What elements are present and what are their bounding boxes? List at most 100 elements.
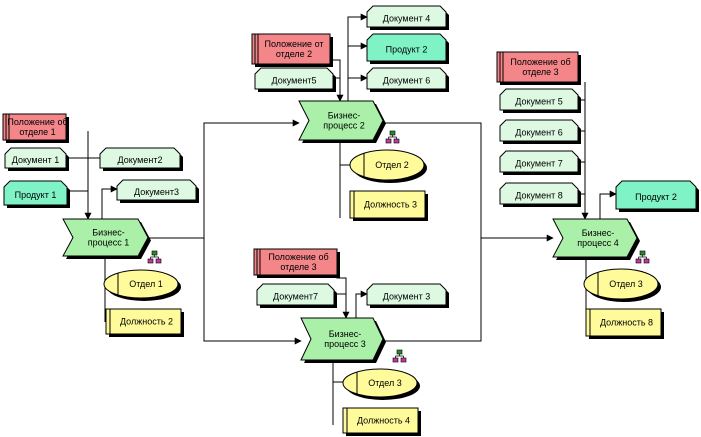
document-label: Продукт 1	[15, 190, 57, 200]
document-node-d_p3_doc3: Документ 3	[366, 283, 449, 308]
document-node-d_p1_doc1: Документ 1	[4, 147, 69, 171]
document-label: Документ5	[272, 76, 317, 86]
department-shape	[583, 268, 659, 300]
hierarchy-icon-box	[147, 258, 154, 264]
position-label: Должность 8	[600, 318, 653, 328]
hierarchy-icon	[385, 130, 400, 144]
hierarchy-icon-links	[388, 135, 397, 139]
hierarchy-icon-box	[643, 258, 650, 264]
regulation-label: отделе 3	[522, 67, 558, 77]
process-shape	[298, 100, 384, 141]
regulation-label: Положение об	[268, 252, 328, 262]
document-node-d_p4_doc8: Документ 8	[499, 182, 581, 207]
hierarchy-icon-box	[389, 130, 396, 136]
document-node-d_p1_doc3: Документ3	[116, 179, 199, 203]
document-node-d_p4_doc7: Документ 7	[499, 150, 581, 175]
hierarchy-icon-box	[151, 250, 158, 256]
process-shape	[552, 218, 638, 258]
document-node-d_p4_doc6: Документ 6	[499, 119, 581, 144]
hierarchy-icon-links	[395, 354, 404, 358]
hierarchy-icon-box	[392, 357, 399, 363]
process-label: процесс 4	[577, 238, 618, 248]
regulation-label: Положение от	[265, 39, 324, 49]
position-shape	[342, 407, 419, 434]
position-node-pos2: Должность 2	[105, 308, 184, 337]
regulation-shape	[251, 33, 331, 65]
connector-line	[383, 122, 554, 242]
hierarchy-icon-box	[635, 258, 642, 264]
connector-line	[383, 238, 482, 342]
process-shape	[300, 317, 384, 361]
regulation-shape	[496, 51, 579, 83]
connector-line	[347, 13, 368, 101]
document-shape	[116, 179, 197, 201]
document-node-d_p4_prod2: Продукт 2	[615, 180, 699, 212]
document-label: Документ7	[273, 292, 318, 302]
position-shape	[585, 308, 662, 337]
document-label: Документ2	[118, 155, 163, 165]
connector-line	[333, 59, 344, 102]
hierarchy-icon-box	[639, 250, 646, 256]
process-node-p3: Бизнес-процесс 3	[300, 317, 386, 363]
hierarchy-icon-box	[385, 138, 392, 144]
process-label: Бизнес-	[92, 228, 125, 238]
document-shape	[4, 147, 67, 169]
position-label: Должность 4	[357, 416, 410, 426]
position-node-pos8: Должность 8	[585, 308, 664, 339]
hierarchy-icon-box	[396, 349, 403, 355]
document-label: Документ 4	[383, 14, 430, 24]
document-label: Документ 7	[515, 159, 562, 169]
department-node-dep1: Отдел 1	[103, 269, 181, 301]
department-shape	[349, 149, 425, 181]
document-label: Документ 6	[383, 76, 430, 86]
document-node-d_p2_doc4: Документ 4	[366, 5, 449, 30]
document-shape	[366, 67, 447, 90]
hierarchy-icon-box	[400, 357, 407, 363]
document-shape	[499, 119, 579, 142]
department-label: Отдел 3	[368, 378, 402, 388]
regulation-label: отделе 3	[280, 262, 316, 272]
process-label: Бизнес-	[328, 111, 361, 121]
regulation-label: отделе 2	[276, 49, 312, 59]
document-node-d_p3_doc7: Документ7	[256, 283, 337, 308]
regulation-label: Положение об	[510, 57, 570, 67]
document-shape	[499, 88, 579, 111]
connector-lines	[66, 13, 617, 425]
document-node-d_p2_prod2: Продукт 2	[366, 33, 449, 64]
document-label: Документ 3	[383, 292, 430, 302]
document-node-d_p4_doc5: Документ 5	[499, 88, 581, 113]
department-node-dep2: Отдел 2	[349, 149, 427, 183]
document-node-d_p1_prod1: Продукт 1	[3, 180, 70, 208]
process-label: процесс 3	[324, 339, 365, 349]
department-node-dep3a: Отдел 3	[342, 368, 420, 400]
hierarchy-icon	[392, 349, 407, 363]
position-node-pos3: Должность 3	[349, 190, 428, 221]
position-node-pos4: Должность 4	[342, 407, 421, 436]
hierarchy-icon	[635, 250, 650, 264]
hierarchy-icon	[147, 250, 162, 264]
regulation-shape	[2, 113, 67, 141]
process-node-p1: Бизнес-процесс 1	[62, 218, 151, 259]
document-node-d_p2_doc6: Документ 6	[366, 67, 449, 92]
department-label: Отдел 1	[129, 279, 163, 289]
hierarchy-icon-box	[393, 138, 400, 144]
process-label: процесс 2	[323, 121, 364, 131]
document-shape	[99, 147, 181, 169]
connector-line	[355, 290, 368, 318]
document-label: Документ3	[134, 187, 179, 197]
department-node-dep3b: Отдел 3	[583, 268, 661, 302]
regulation-label: отделе 1	[19, 127, 55, 137]
document-shape	[366, 5, 447, 28]
connector-line	[599, 190, 617, 219]
document-shape	[499, 182, 579, 205]
document-node-d_p2_doc5: Документ5	[254, 67, 336, 92]
document-label: Продукт 2	[635, 192, 677, 202]
position-label: Должность 2	[120, 317, 173, 327]
connector-line	[148, 119, 300, 239]
department-shape	[342, 368, 418, 398]
